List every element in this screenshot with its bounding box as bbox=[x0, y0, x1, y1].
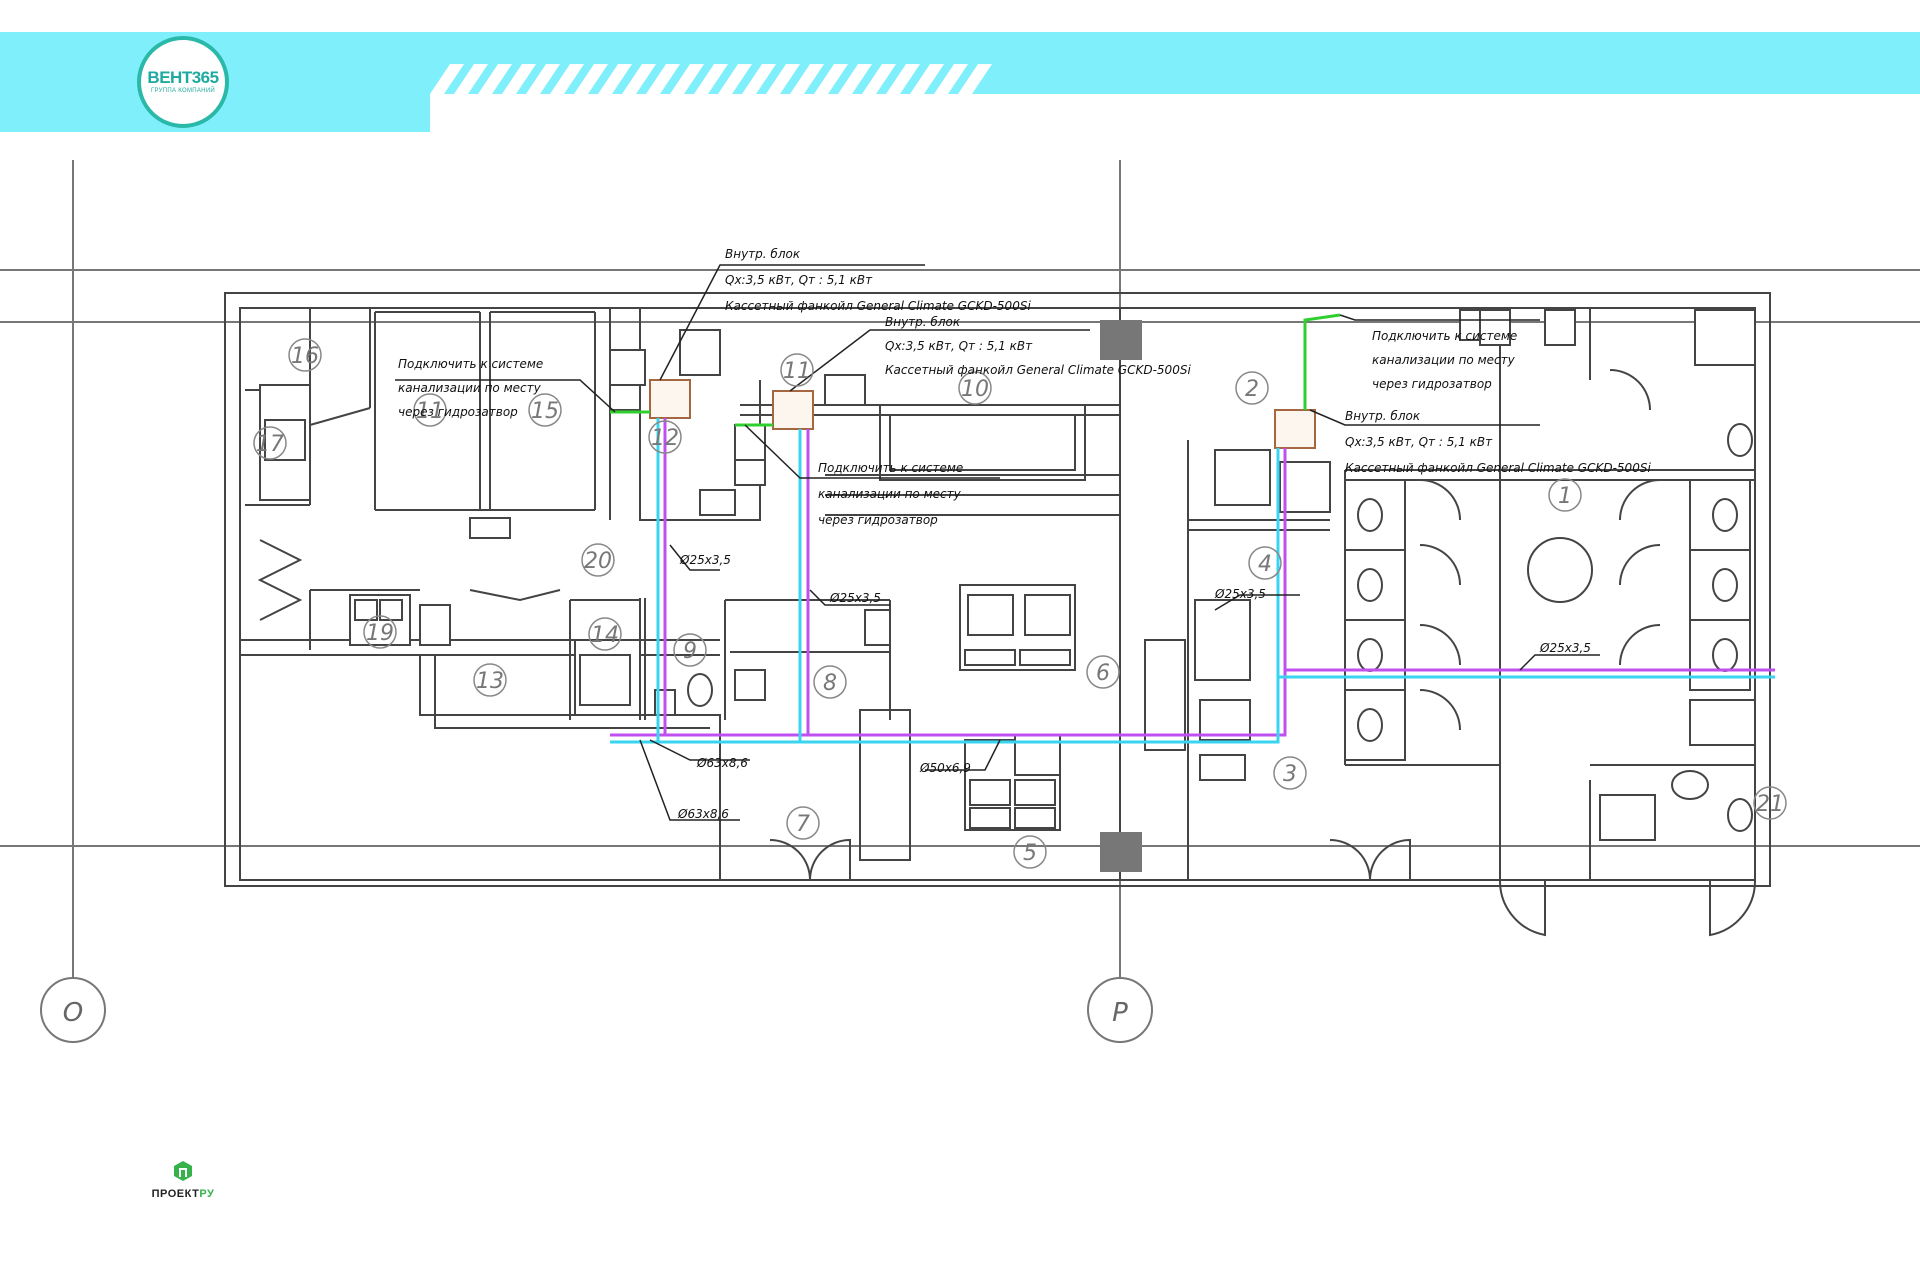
walls bbox=[224, 292, 1771, 887]
drain-note-2-line3: через гидрозатвор bbox=[818, 513, 938, 527]
room-number: 8 bbox=[823, 671, 837, 696]
logo-brand: ВЕНТ365 bbox=[147, 68, 219, 87]
leader-lines bbox=[395, 264, 1600, 821]
room-number: 12 bbox=[651, 426, 679, 451]
drain-note-1-line3: через гидрозатвор bbox=[398, 405, 518, 419]
axis-marker-right bbox=[1087, 977, 1153, 1043]
proektru-logo[interactable]: ПРОЕКТРУ bbox=[137, 1160, 229, 1202]
pipe-label: Ø25х3,5 bbox=[1214, 587, 1266, 601]
fan-coil-units bbox=[649, 379, 1316, 449]
drain-note-1-line2: канализации по месту bbox=[398, 381, 542, 395]
drain-note-2-line1: Подключить к системе bbox=[818, 461, 963, 475]
callout-1-title: Внутр. блок bbox=[725, 247, 801, 261]
pipe-label: Ø25х3,5 bbox=[679, 553, 731, 567]
callout-1-model: Кассетный фанкойл General Climate GCKD-5… bbox=[725, 299, 1031, 313]
logo-subtitle: ГРУППА КОМПАНИЙ bbox=[150, 88, 216, 94]
header-band bbox=[0, 32, 1920, 94]
doors bbox=[257, 369, 1757, 937]
room-number: 10 bbox=[961, 377, 989, 402]
callout-3-title: Внутр. блок bbox=[1345, 409, 1421, 423]
room-number: 11 bbox=[416, 399, 444, 424]
axis-marker-left bbox=[40, 977, 106, 1043]
room-number: 6 bbox=[1096, 661, 1110, 686]
callout-3-power: Qх:3,5 кВт, Qт : 5,1 кВт bbox=[1345, 435, 1493, 449]
columns bbox=[1100, 320, 1142, 872]
pipe-label: Ø25х3,5 bbox=[829, 591, 881, 605]
drain-note-3-line1: Подключить к системе bbox=[1372, 329, 1517, 343]
pipe-label: Ø63х8,6 bbox=[696, 756, 748, 770]
callout-3-model: Кассетный фанкойл General Climate GCKD-5… bbox=[1345, 461, 1651, 475]
room-number: 16 bbox=[291, 344, 319, 369]
room-number: 11 bbox=[783, 359, 811, 384]
room-number: 14 bbox=[591, 623, 619, 648]
header-stripes bbox=[430, 64, 992, 94]
room-number: 21 bbox=[1756, 792, 1784, 817]
axis-label-left: О bbox=[63, 998, 83, 1028]
room-number: 5 bbox=[1023, 841, 1037, 866]
callout-2-title: Внутр. блок bbox=[885, 315, 961, 329]
supply-pipe-main bbox=[610, 448, 1287, 737]
room-number: 13 bbox=[476, 669, 504, 694]
drain-note-1-line1: Подключить к системе bbox=[398, 357, 543, 371]
pipes bbox=[610, 313, 1775, 744]
return-pipe-main bbox=[610, 448, 1280, 744]
fan-coil-unit-3 bbox=[1274, 409, 1316, 449]
room-number: 2 bbox=[1245, 377, 1259, 402]
drain-pipe-3 bbox=[1303, 313, 1341, 410]
room-number: 15 bbox=[531, 399, 559, 424]
proektru-icon bbox=[174, 1161, 192, 1181]
wc-cabins bbox=[687, 309, 1756, 841]
room-number: 19 bbox=[366, 621, 394, 646]
proektru-brand: ПРОЕКТРУ bbox=[151, 1188, 215, 1200]
unit-callouts: Внутр. блок Qх:3,5 кВт, Qт : 5,1 кВт Кас… bbox=[725, 247, 1651, 475]
drain-note-3-line2: канализации по месту bbox=[1372, 353, 1516, 367]
vent365-logo[interactable]: ВЕНТ365 ГРУППА КОМПАНИЙ bbox=[137, 36, 229, 128]
room-number: 20 bbox=[584, 549, 612, 574]
room-number: 3 bbox=[1283, 762, 1297, 787]
pipe-label: Ø63х8,6 bbox=[677, 807, 729, 821]
callout-1-power: Qх:3,5 кВт, Qт : 5,1 кВт bbox=[725, 273, 873, 287]
room-number: 9 bbox=[683, 639, 697, 664]
drain-notes: Подключить к системе канализации по мест… bbox=[398, 329, 1517, 527]
fan-coil-unit-1 bbox=[649, 379, 691, 419]
axis-lines bbox=[0, 160, 1920, 980]
room-number: 1 bbox=[1558, 484, 1572, 509]
pipe-label: Ø25х3,5 bbox=[1539, 641, 1591, 655]
room-number: 17 bbox=[256, 432, 284, 457]
pipe-labels: Ø25х3,5 Ø25х3,5 Ø25х3,5 Ø25х3,5 Ø63х8,6 … bbox=[677, 553, 1591, 821]
room-numbers: 16 17 11 15 12 11 10 2 1 20 4 19 13 14 9… bbox=[253, 338, 1787, 869]
room-number: 7 bbox=[796, 812, 810, 837]
room-number: 4 bbox=[1258, 552, 1272, 577]
axis-markers: О Р bbox=[40, 977, 1153, 1043]
drain-note-2-line2: канализации по месту bbox=[818, 487, 962, 501]
callout-2-model: Кассетный фанкойл General Climate GCKD-5… bbox=[885, 363, 1191, 377]
callout-2-power: Qх:3,5 кВт, Qт : 5,1 кВт bbox=[885, 339, 1033, 353]
pipe-label: Ø50х6,9 bbox=[919, 761, 971, 775]
axis-label-right: Р bbox=[1112, 998, 1128, 1028]
fan-coil-unit-2 bbox=[772, 390, 814, 430]
drain-note-3-line3: через гидрозатвор bbox=[1372, 377, 1492, 391]
